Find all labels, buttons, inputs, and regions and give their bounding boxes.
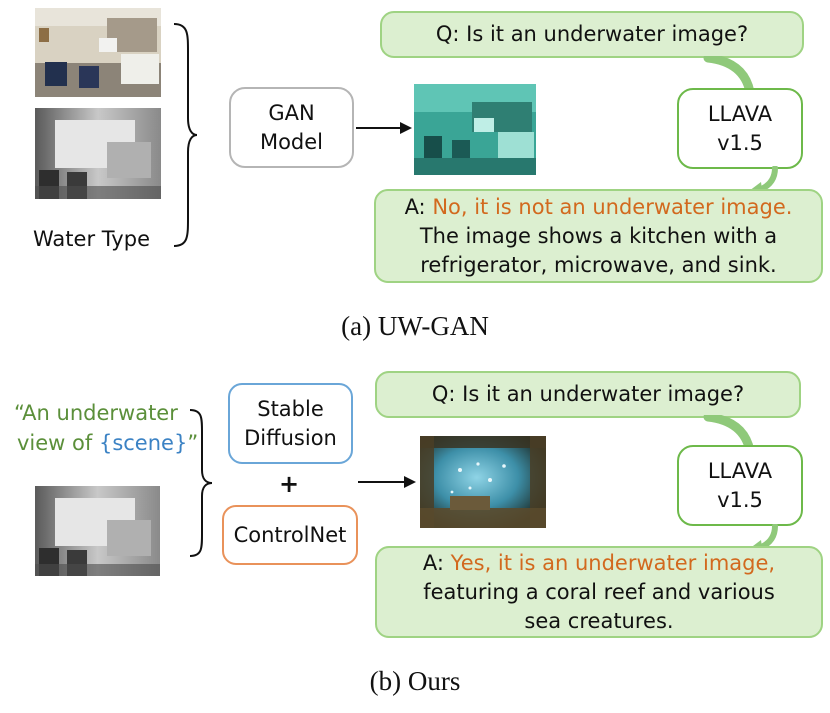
text-prompt: “An underwater view of {scene}” (14, 398, 198, 458)
kitchen-rgb-image (35, 8, 161, 97)
caption-ours: (b) Ours (369, 666, 461, 696)
brace-top (173, 23, 198, 247)
bottom-llava-line2: v1.5 (717, 487, 763, 512)
prompt-close: ” (187, 431, 199, 455)
top-answer-highlight: No, it is not an underwater image. (432, 194, 793, 219)
top-llava-box: LLAVA v1.5 (677, 88, 803, 169)
top-answer-line3: refrigerator, microwave, and sink. (420, 252, 777, 277)
generated-underwater-image (420, 436, 546, 528)
arrow-gan-to-image (356, 122, 412, 134)
top-question-to-llava-arrow (703, 56, 755, 96)
bottom-answer-line3: sea creatures. (524, 608, 674, 633)
bottom-llava-line1: LLAVA (707, 458, 773, 483)
plus-sign: + (279, 470, 300, 498)
brace-bottom (189, 409, 213, 557)
arrow-sd-to-image (358, 476, 416, 488)
top-question-text: Q: Is it an underwater image? (435, 22, 749, 46)
bottom-answer-highlight: Yes, it is an underwater image, (450, 550, 776, 575)
bottom-answer-line2: featuring a coral reef and various (423, 579, 775, 604)
top-llava-line2: v1.5 (717, 130, 763, 155)
bottom-answer-prefix: A: (422, 550, 451, 575)
stable-diffusion-line2: Diffusion (244, 425, 337, 450)
bottom-llava-box: LLAVA v1.5 (677, 445, 803, 526)
water-type-label: Water Type (33, 227, 150, 251)
prompt-line2-pre: view of (17, 431, 99, 455)
prompt-scene: {scene} (98, 431, 188, 455)
top-answer-line2: The image shows a kitchen with a (419, 223, 778, 248)
top-answer-bubble: A: No, it is not an underwater image. Th… (374, 189, 823, 283)
gan-model-line2: Model (259, 129, 324, 154)
top-answer-prefix: A: (404, 194, 433, 219)
gan-model-line1: GAN (268, 100, 315, 125)
top-llava-line1: LLAVA (707, 101, 773, 126)
gan-underwater-output-image (414, 84, 536, 175)
bottom-question-bubble: Q: Is it an underwater image? (375, 371, 801, 418)
controlnet-label: ControlNet (233, 522, 347, 547)
bottom-answer-bubble: A: Yes, it is an underwater image, featu… (375, 546, 823, 638)
kitchen-depth-image (35, 108, 161, 199)
prompt-line1: “An underwater (14, 401, 178, 425)
caption-uw-gan: (a) UW-GAN (341, 311, 489, 341)
bottom-question-text: Q: Is it an underwater image? (431, 382, 745, 406)
scene-depth-image (35, 486, 160, 576)
stable-diffusion-line1: Stable (257, 396, 324, 421)
gan-model-box: GAN Model (229, 87, 354, 168)
top-question-bubble: Q: Is it an underwater image? (380, 11, 804, 58)
controlnet-box: ControlNet (222, 505, 358, 565)
